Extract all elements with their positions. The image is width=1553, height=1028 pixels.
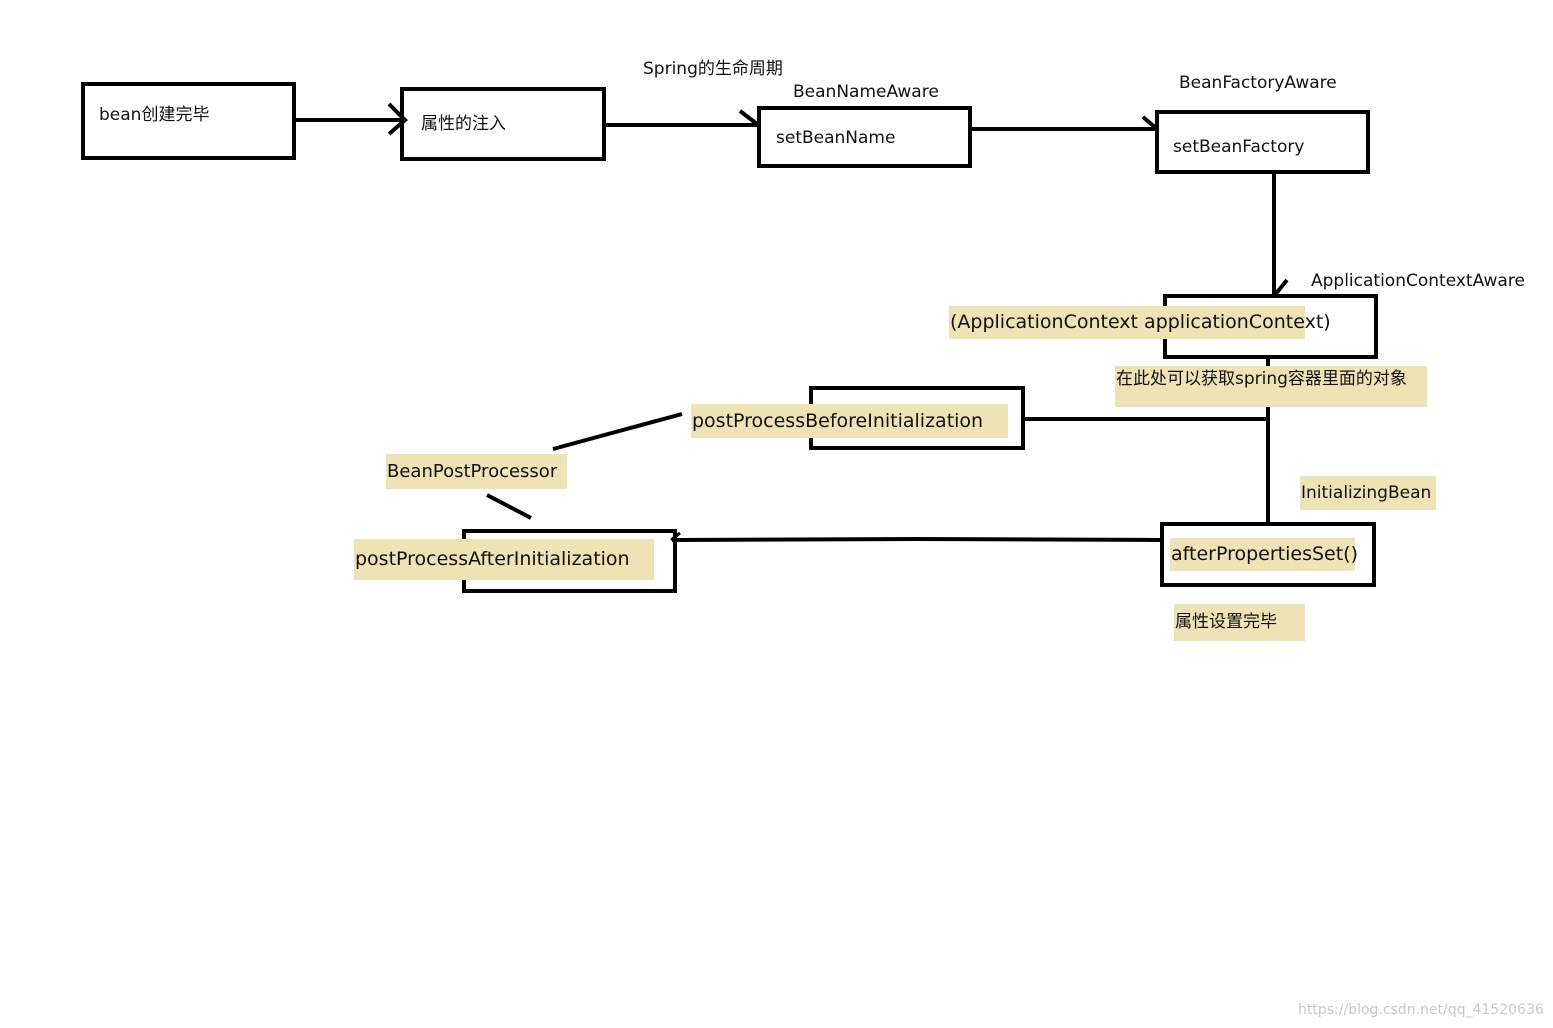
label-container-note: 在此处可以获取spring容器里面的对象 <box>1115 366 1427 407</box>
node-set-bean-name <box>757 106 972 168</box>
line-processor-to-before <box>552 412 683 451</box>
label-initializing-bean: InitializingBean <box>1300 476 1436 510</box>
node-bean-created <box>81 82 296 160</box>
label-bean-factory-aware: BeanFactoryAware <box>1179 73 1337 93</box>
node-after-properties-set <box>1160 522 1376 587</box>
label-application-context: (ApplicationContext applicationContext) <box>949 306 1331 339</box>
line-after-to-postprocess-after <box>671 537 916 542</box>
line-processor-to-after <box>486 493 532 520</box>
arrowhead-setbeanfactory <box>1141 115 1159 131</box>
label-after-properties-set: afterPropertiesSet() <box>1170 538 1358 571</box>
label-application-context-aware: ApplicationContextAware <box>1311 271 1525 291</box>
label-bean-post-processor: BeanPostProcessor <box>386 454 567 489</box>
arrowhead-injection <box>387 102 408 136</box>
label-properties-done: 属性设置完毕 <box>1174 604 1305 641</box>
label-post-before: postProcessBeforeInitialization <box>691 404 1008 438</box>
label-set-bean-name: setBeanName <box>776 128 896 148</box>
label-set-bean-factory: setBeanFactory <box>1173 137 1305 157</box>
arrowhead-appcontext <box>1272 278 1289 298</box>
node-set-bean-factory <box>1155 110 1370 174</box>
line-after-to-postprocess-after-2 <box>914 537 1164 542</box>
label-bean-name-aware: BeanNameAware <box>793 82 939 102</box>
node-property-injection <box>400 87 606 161</box>
label-bean-created: bean创建完毕 <box>99 105 210 125</box>
arrowhead-setbeanname <box>738 109 759 126</box>
watermark: https://blog.csdn.net/qq_41520636 <box>1298 1002 1544 1018</box>
diagram-title: Spring的生命周期 <box>643 59 783 79</box>
label-post-after: postProcessAfterInitialization <box>354 539 654 580</box>
label-property-injection: 属性的注入 <box>421 114 506 134</box>
